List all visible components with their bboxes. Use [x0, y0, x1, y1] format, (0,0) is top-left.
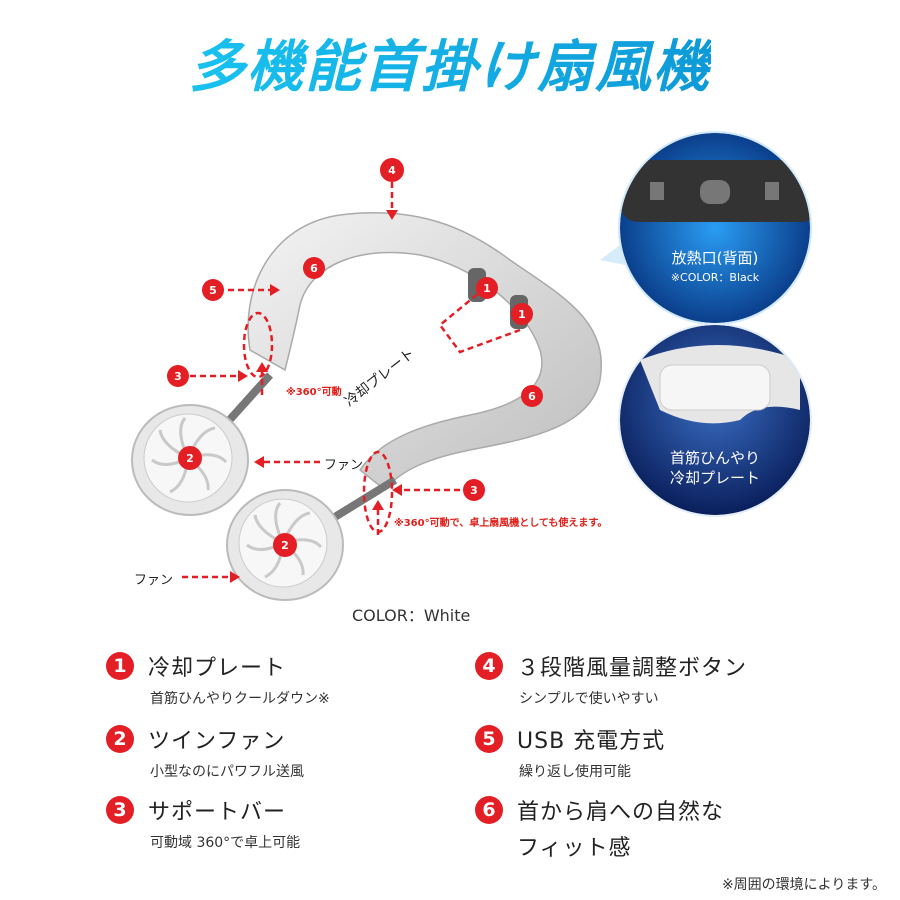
svg-text:5: 5: [209, 284, 217, 297]
svg-text:2: 2: [281, 539, 289, 552]
plate-line1: 首筋ひんやり: [669, 449, 760, 467]
plate-line2: 冷却プレート: [669, 469, 760, 487]
svg-text:6: 6: [310, 262, 318, 275]
svg-text:4: 4: [388, 164, 396, 177]
feature-badge: 4: [475, 652, 503, 680]
feature-desc: 首筋ひんやりクールダウン※: [150, 691, 330, 707]
feature-badge: 5: [475, 725, 503, 753]
feature-desc: 小型なのにパワフル送風: [150, 764, 304, 780]
svg-text:6: 6: [528, 390, 536, 403]
feature-title: USB 充電方式: [517, 729, 666, 754]
exhaust-sub: ※COLOR：Black: [670, 271, 760, 284]
fan-label-left: ファン: [134, 573, 174, 588]
feature-badge: 1: [106, 652, 134, 680]
svg-text:2: 2: [186, 452, 194, 465]
exhaust-callout-text: 放熱口(背面) ※COLOR：Black: [640, 248, 790, 288]
feature-title-line2: フィット感: [517, 836, 632, 861]
exhaust-title: 放熱口(背面): [671, 249, 759, 267]
feature-badge: 2: [106, 725, 134, 753]
svg-text:1: 1: [483, 282, 491, 295]
svg-text:3: 3: [470, 484, 478, 497]
svg-text:3: 3: [174, 370, 182, 383]
feature-desc: シンプルで使いやすい: [519, 691, 659, 707]
svg-text:1: 1: [518, 308, 526, 321]
color-label: COLOR：White: [352, 606, 471, 625]
fan-label-right: ファン: [324, 458, 364, 473]
note-360-desk: ※360°可動で、卓上扇風機としても使えます。: [394, 518, 608, 529]
page-title: 多機能首掛け扇風機: [189, 35, 711, 100]
neckband-body: [247, 212, 602, 492]
support-bar-right: [327, 476, 398, 524]
feature-title: 冷却プレート: [148, 656, 287, 681]
plate-callout-text: 首筋ひんやり 冷却プレート: [640, 448, 790, 488]
feature-desc: 可動域 360°で卓上可能: [150, 835, 301, 851]
feature-title: 首から肩への自然な: [517, 800, 725, 825]
callout-cooling-plate: [618, 323, 812, 517]
note-360: ※360°可動: [286, 387, 342, 398]
footnote: ※周囲の環境によります。: [721, 877, 886, 893]
feature-title: サポートバー: [148, 800, 287, 825]
feature-title: ツインファン: [148, 729, 286, 754]
callout-exhaust: [600, 131, 812, 325]
feature-title: ３段階風量調整ボタン: [517, 656, 748, 681]
feature-badge: 3: [106, 796, 134, 824]
feature-badge: 6: [475, 796, 503, 824]
feature-desc: 繰り返し使用可能: [519, 764, 631, 780]
